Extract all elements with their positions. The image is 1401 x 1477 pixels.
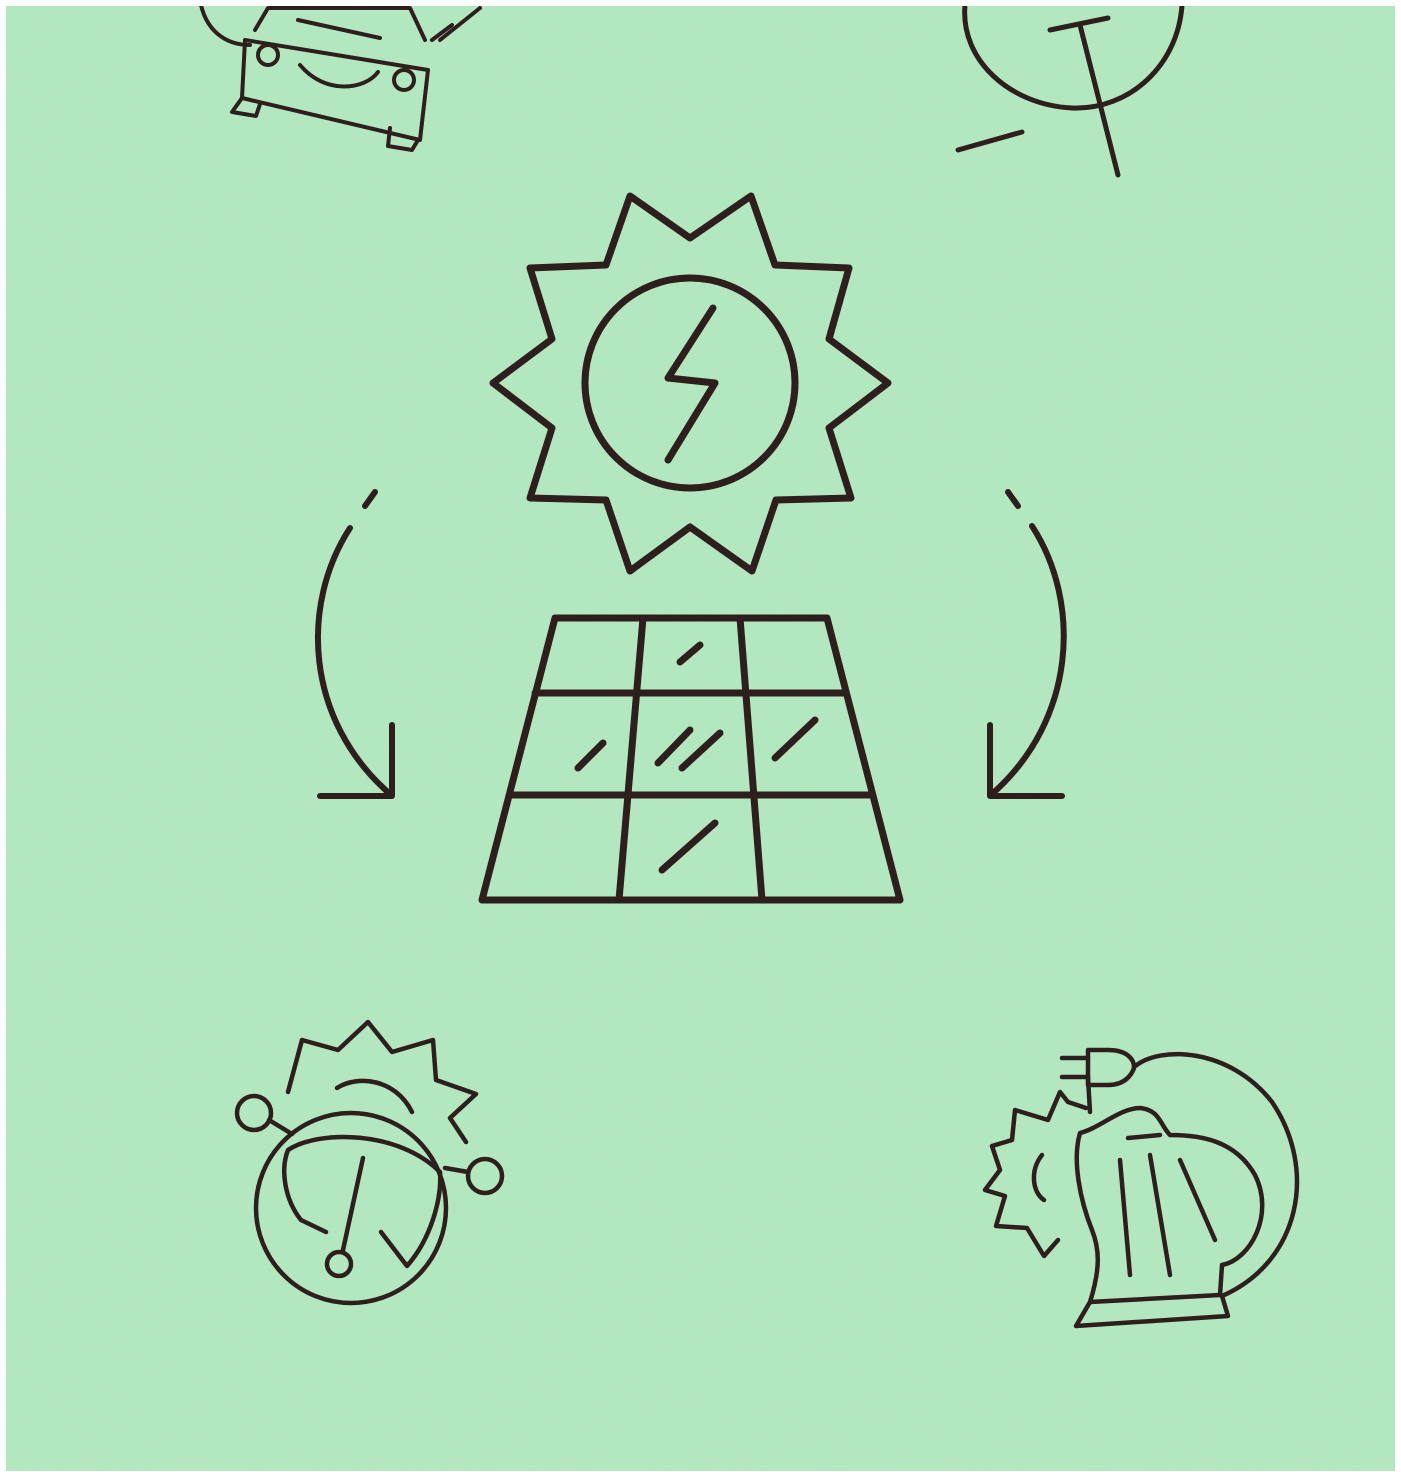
illustration-svg — [6, 6, 1395, 1471]
grain-noise — [6, 6, 1395, 1471]
illustration-canvas — [6, 6, 1395, 1471]
